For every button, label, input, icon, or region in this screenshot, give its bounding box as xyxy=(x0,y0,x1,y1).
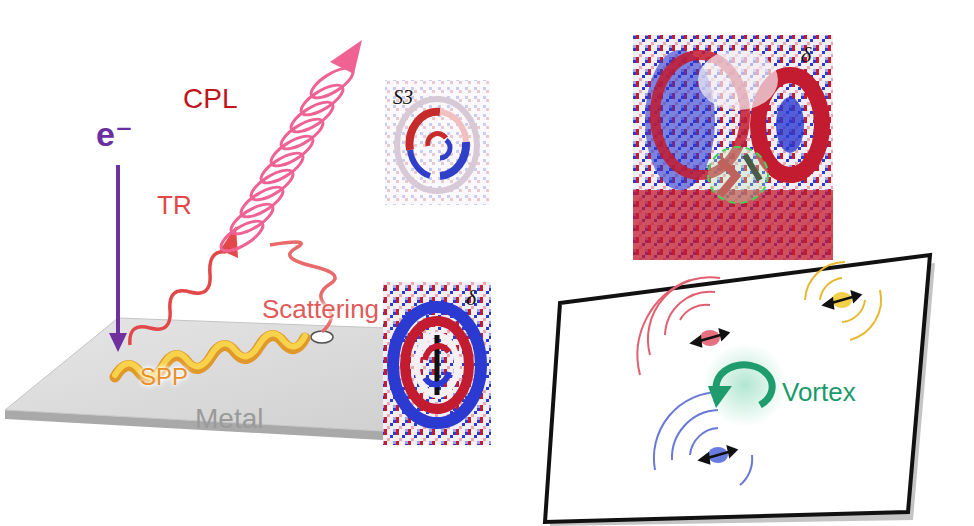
cpl-helix xyxy=(217,40,362,256)
spp-label: SPP xyxy=(140,364,188,390)
panel-label: δ xyxy=(801,43,811,67)
panel-label: S3 xyxy=(393,86,413,108)
phase-map-small xyxy=(383,282,491,445)
material-label: Metal xyxy=(195,404,263,435)
process-label: Scattering xyxy=(262,295,379,324)
phase-panel: δ xyxy=(633,35,833,260)
s3-panel: S3 xyxy=(385,80,490,205)
vortex-plane: Vortex xyxy=(545,255,930,523)
electron-label: e⁻ xyxy=(96,116,133,153)
s3-map xyxy=(385,80,490,205)
metal-plate xyxy=(5,318,440,441)
phase-map-large xyxy=(633,35,833,260)
vortex-label: Vortex xyxy=(782,378,856,407)
radiation-label: TR xyxy=(157,191,192,220)
phase-panel: δ xyxy=(383,282,491,445)
electron-beam xyxy=(109,165,127,352)
panel-label: δ xyxy=(466,286,476,310)
metal-plate: SPP Metal xyxy=(5,318,445,443)
vortex-plane xyxy=(545,255,935,526)
light-label: CPL xyxy=(183,84,237,115)
